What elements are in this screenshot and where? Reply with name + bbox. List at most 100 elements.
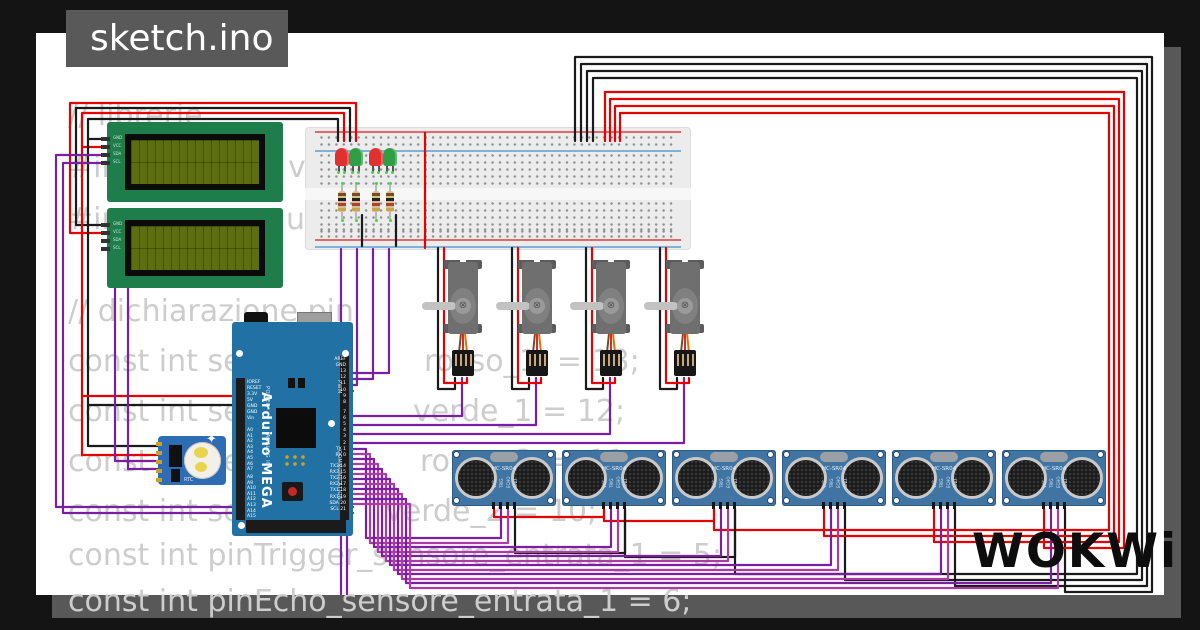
arduino-pin-label: A0: [247, 428, 253, 433]
left-pin-header[interactable]: [236, 378, 245, 520]
servo-connector[interactable]: [600, 350, 622, 376]
arduino-pin-label: 3: [343, 434, 346, 440]
connection-dot: [374, 182, 378, 185]
reset-button-cap[interactable]: [288, 487, 297, 496]
servo-motor[interactable]: ⊗: [496, 258, 582, 380]
resistor[interactable]: [372, 182, 380, 222]
code-text-line: const int pinEcho_sensore_entrata_1 = 6;: [68, 584, 692, 619]
battery-highlight: [195, 462, 207, 472]
arduino-pin-label: GND: [247, 404, 258, 409]
lcd-pin[interactable]: [101, 223, 110, 227]
sensor-pin[interactable]: [1063, 502, 1066, 509]
lcd-pin[interactable]: [101, 153, 110, 157]
rtc-pin[interactable]: [156, 469, 162, 473]
sensor-pin[interactable]: [513, 502, 516, 509]
rail-holes[interactable]: [319, 227, 677, 240]
sensor-pin[interactable]: [1049, 502, 1052, 509]
resistor-lead: [375, 212, 377, 219]
resistor[interactable]: [386, 182, 394, 222]
resistor-lead: [355, 185, 357, 191]
servo-connector[interactable]: [452, 350, 474, 376]
sensor-pin[interactable]: [623, 502, 626, 509]
resistor[interactable]: [338, 182, 346, 222]
capacitor: [298, 378, 305, 388]
wire: [602, 508, 716, 523]
servo-connector-pin: [529, 354, 531, 366]
arduino-pin-label: GND: [335, 363, 346, 369]
arduino-pin-label: A2: [247, 439, 253, 445]
sensor-pin[interactable]: [953, 502, 956, 509]
reset-button[interactable]: [282, 482, 303, 501]
right-pin-header[interactable]: [340, 356, 349, 520]
rtc-pin[interactable]: [156, 478, 162, 482]
servo-connector-pin: [470, 354, 472, 366]
sensor-pin[interactable]: [836, 502, 839, 509]
lcd-pin[interactable]: [101, 231, 110, 235]
lcd-pin[interactable]: [101, 247, 110, 251]
servo-motor[interactable]: ⊗: [644, 258, 730, 380]
wokwi-logo: WOKWi: [972, 524, 1179, 579]
rtc-pin[interactable]: [156, 460, 162, 464]
resistor-body: [338, 191, 346, 212]
led-cathode-leg: [358, 166, 360, 172]
led-red[interactable]: [335, 148, 349, 174]
bottom-pin-header[interactable]: [246, 520, 346, 533]
lcd-pin[interactable]: [101, 239, 110, 243]
arduino-mega-board[interactable]: [232, 322, 353, 536]
sensor-pin[interactable]: [733, 502, 736, 509]
lcd-pin[interactable]: [101, 145, 110, 149]
sensor-pin[interactable]: [843, 502, 846, 509]
code-text-line: const int se: [68, 494, 242, 529]
sensor-pin[interactable]: [602, 502, 605, 509]
sensor-pin[interactable]: [499, 502, 502, 509]
group-label-comm: COMMUNICATION: [336, 450, 342, 501]
servo-motor[interactable]: ⊗: [422, 258, 508, 380]
rtc-module[interactable]: ✦ RTC: [156, 432, 226, 485]
crystal-oscillator: [1040, 452, 1068, 462]
resistor[interactable]: [352, 182, 360, 222]
sensor-pin[interactable]: [1042, 502, 1045, 509]
sensor-pin-label: TRIG: [499, 478, 504, 488]
connection-dot: [337, 171, 340, 174]
sensor-pin[interactable]: [932, 502, 935, 509]
lcd-pin[interactable]: [101, 137, 110, 141]
rtc-pin[interactable]: [156, 442, 162, 446]
sensor-pin[interactable]: [1056, 502, 1059, 509]
sensor-pin[interactable]: [609, 502, 612, 509]
sensor-pin[interactable]: [939, 502, 942, 509]
wire: [74, 106, 352, 227]
led-red[interactable]: [369, 148, 383, 174]
led-green[interactable]: [383, 148, 397, 174]
rtc-label: RTC: [184, 477, 194, 483]
lcd-pin[interactable]: [101, 161, 110, 165]
wire: [80, 145, 162, 457]
servo-connector-pin: [460, 354, 462, 366]
sensor-pin[interactable]: [616, 502, 619, 509]
wire: [351, 472, 730, 563]
led-green[interactable]: [349, 148, 363, 174]
sensor-pin[interactable]: [822, 502, 825, 509]
sensor-pin[interactable]: [726, 502, 729, 509]
wire: [351, 247, 391, 375]
sensor-pin[interactable]: [712, 502, 715, 509]
sensor-pin[interactable]: [946, 502, 949, 509]
transducer-left: [675, 457, 717, 499]
mounting-hole: [658, 452, 663, 457]
sensor-pin[interactable]: [506, 502, 509, 509]
sensor-pin[interactable]: [829, 502, 832, 509]
servo-connector[interactable]: [526, 350, 548, 376]
servo-connector[interactable]: [674, 350, 696, 376]
servo-motor[interactable]: ⊗: [570, 258, 656, 380]
sensor-pin[interactable]: [719, 502, 722, 509]
transducer-right: [1061, 457, 1103, 499]
sensor-pin[interactable]: [492, 502, 495, 509]
rtc-pin[interactable]: [156, 451, 162, 455]
